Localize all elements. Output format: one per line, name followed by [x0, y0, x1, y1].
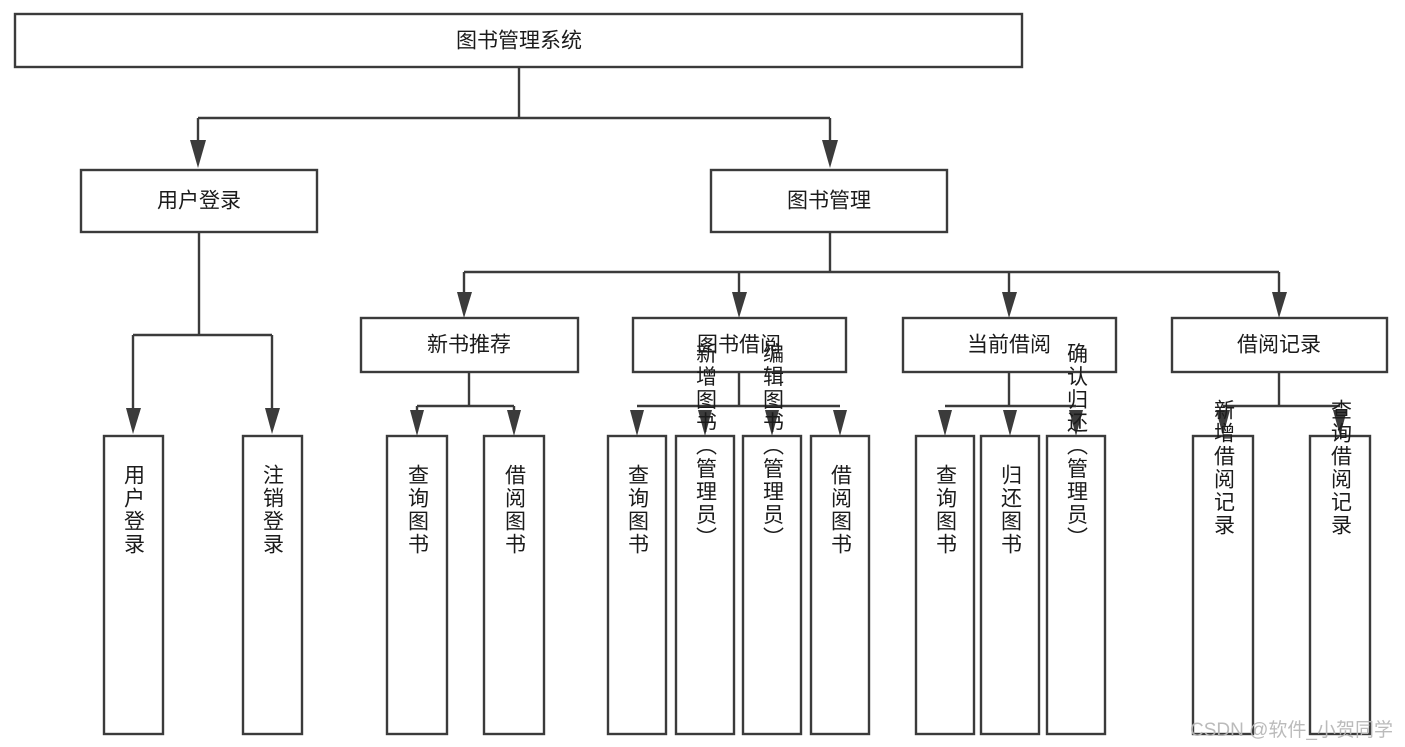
watermark-label: CSDN @软件_小贺同学 [1190, 719, 1393, 741]
node-leaf-confirm-return-box[interactable] [1045, 434, 1107, 736]
node-current-borrow[interactable]: 当前借阅 [901, 316, 1118, 374]
node-leaf-query-book-1-box[interactable] [385, 434, 449, 736]
arrow-head-leaf-add-record [1216, 410, 1230, 436]
node-current-borrow-box[interactable] [901, 316, 1118, 374]
node-book-borrow-box[interactable] [631, 316, 848, 374]
node-leaf-return-book[interactable]: 归还图书 [979, 434, 1041, 736]
arrow-head-leaf-query-book-2 [630, 410, 644, 436]
arrow-head-leaf-query-book-1 [410, 410, 424, 436]
node-leaf-borrow-book-1[interactable]: 借阅图书 [482, 434, 546, 736]
node-leaf-add-record[interactable]: 新增借阅记录 [1191, 399, 1255, 736]
node-book-borrow[interactable]: 图书借阅 [631, 316, 848, 374]
node-leaf-borrow-book-1-label: 借阅图书 [503, 464, 527, 556]
arrow-head-leaf-borrow-book-2 [833, 410, 847, 436]
arrow-head-leaf-user-login [126, 408, 141, 434]
node-leaf-user-logout-box[interactable] [241, 434, 304, 736]
node-leaf-edit-book[interactable]: 编辑图书（管理员） [741, 343, 803, 736]
node-leaf-return-book-box[interactable] [979, 434, 1041, 736]
connector-group-new-book-recommend [410, 372, 521, 436]
connector-group-borrow-record [1216, 372, 1347, 436]
arrow-head-book-management [822, 140, 838, 168]
connector-group-user-login [126, 232, 280, 434]
node-new-book-recommend[interactable]: 新书推荐 [359, 316, 580, 374]
node-leaf-user-login-box[interactable] [102, 434, 165, 736]
node-user-login-label: 用户登录 [157, 190, 241, 213]
node-leaf-query-book-2-label: 查询图书 [626, 464, 650, 556]
node-leaf-query-book-3-label: 查询图书 [934, 464, 958, 556]
arrow-head-leaf-return-book [1003, 410, 1017, 436]
arrow-head-leaf-query-book-3 [938, 410, 952, 436]
node-leaf-edit-book-label: 编辑图书（管理员） [761, 343, 785, 550]
arrow-head-leaf-edit-book [765, 410, 779, 436]
arrow-head-leaf-user-logout [265, 408, 280, 434]
node-leaf-user-login[interactable]: 用户登录 [102, 434, 165, 736]
node-leaf-add-book-label: 新增图书（管理员） [694, 343, 718, 550]
connector-group-book-borrow [630, 372, 847, 436]
node-leaf-query-book-1[interactable]: 查询图书 [385, 434, 449, 736]
node-borrow-record[interactable]: 借阅记录 [1170, 316, 1389, 374]
node-leaf-add-record-box[interactable] [1191, 434, 1255, 736]
node-borrow-record-box[interactable] [1170, 316, 1389, 374]
arrow-head-leaf-borrow-book-1 [507, 410, 521, 436]
node-leaf-query-book-3[interactable]: 查询图书 [914, 434, 976, 736]
connector-group-book-management [457, 232, 1287, 318]
node-leaf-return-book-label: 归还图书 [999, 464, 1023, 556]
node-borrow-record-label: 借阅记录 [1237, 334, 1321, 357]
node-book-management-label: 图书管理 [787, 190, 871, 213]
node-leaf-query-record[interactable]: 查询借阅记录 [1308, 399, 1372, 736]
node-leaf-borrow-book-1-box[interactable] [482, 434, 546, 736]
node-leaf-query-book-2[interactable]: 查询图书 [606, 434, 668, 736]
node-leaf-add-record-label: 新增借阅记录 [1212, 399, 1236, 537]
node-user-login[interactable]: 用户登录 [79, 168, 319, 234]
node-new-book-recommend-box[interactable] [359, 316, 580, 374]
node-leaf-user-logout-label: 注销登录 [261, 464, 285, 556]
node-leaf-borrow-book-2[interactable]: 借阅图书 [809, 434, 871, 736]
node-leaf-user-login-label: 用户登录 [122, 464, 146, 556]
node-root-label: 图书管理系统 [456, 30, 582, 53]
node-leaf-add-book[interactable]: 新增图书（管理员） [674, 343, 736, 736]
node-leaf-query-book-1-label: 查询图书 [406, 464, 430, 556]
arrow-head-leaf-confirm-return [1069, 410, 1083, 436]
node-user-login-box[interactable] [79, 168, 319, 234]
arrow-head-book-borrow [732, 292, 747, 318]
node-book-management-box[interactable] [709, 168, 949, 234]
node-root[interactable]: 图书管理系统 [13, 12, 1024, 69]
arrow-head-leaf-query-record [1333, 410, 1347, 436]
node-leaf-user-logout[interactable]: 注销登录 [241, 434, 304, 736]
node-book-borrow-label: 图书借阅 [697, 334, 781, 357]
arrow-head-user-login [190, 140, 206, 168]
arrow-head-current-borrow [1002, 292, 1017, 318]
node-leaf-add-book-box[interactable] [674, 434, 736, 736]
node-leaf-borrow-book-2-label: 借阅图书 [829, 464, 853, 556]
arrow-head-leaf-add-book [698, 410, 712, 436]
connector-group-root [190, 67, 838, 168]
node-current-borrow-label: 当前借阅 [967, 334, 1051, 357]
node-leaf-confirm-return-label: 确认归还（管理员） [1065, 343, 1089, 550]
arrow-head-new-book-recommend [457, 292, 472, 318]
node-book-management[interactable]: 图书管理 [709, 168, 949, 234]
node-leaf-query-record-box[interactable] [1308, 434, 1372, 736]
node-root-box[interactable] [13, 12, 1024, 69]
node-leaf-query-record-label: 查询借阅记录 [1329, 399, 1353, 537]
node-leaf-query-book-2-box[interactable] [606, 434, 668, 736]
node-new-book-recommend-label: 新书推荐 [427, 334, 511, 357]
node-leaf-query-book-3-box[interactable] [914, 434, 976, 736]
node-leaf-confirm-return[interactable]: 确认归还（管理员） [1045, 343, 1107, 736]
connector-group-current-borrow [938, 372, 1083, 436]
node-leaf-edit-book-box[interactable] [741, 434, 803, 736]
node-leaf-borrow-book-2-box[interactable] [809, 434, 871, 736]
arrow-head-borrow-record [1272, 292, 1287, 318]
